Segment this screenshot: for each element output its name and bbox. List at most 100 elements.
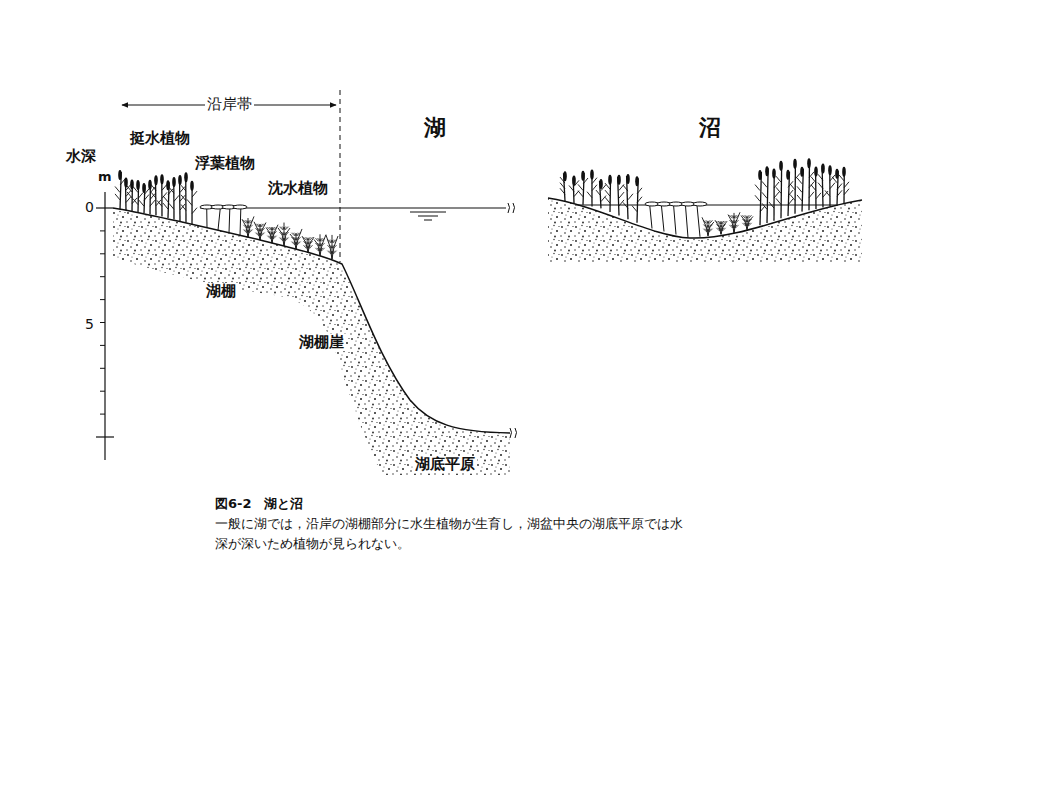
plant-stroke — [180, 204, 185, 210]
plant-stroke — [250, 220, 253, 223]
plant-stroke — [605, 190, 610, 196]
plant-stroke — [749, 223, 752, 226]
plant-stroke — [271, 236, 274, 239]
plant-stroke — [271, 231, 274, 234]
plant-stroke — [746, 215, 749, 218]
plant-stroke — [243, 220, 246, 223]
plant-stroke — [250, 225, 253, 228]
plant-stroke — [295, 233, 298, 236]
plant-stroke — [637, 197, 642, 203]
plant-stroke — [281, 227, 284, 230]
diagram-label: 5 — [83, 317, 96, 332]
plant-stroke — [710, 225, 713, 228]
plant-stroke — [731, 220, 734, 223]
plant-stroke — [174, 195, 179, 201]
plant-stroke — [776, 198, 781, 204]
plant-stroke — [736, 215, 739, 218]
plant-stroke — [749, 219, 752, 222]
plant-stroke — [283, 238, 286, 241]
plant-stroke — [729, 220, 732, 223]
plant-head — [758, 170, 762, 180]
plant-stroke — [742, 215, 745, 218]
plant-stroke — [144, 195, 149, 201]
plant-stroke — [334, 240, 337, 243]
plant-head — [793, 159, 797, 169]
floating-leaf — [693, 202, 707, 206]
plant-stroke — [259, 228, 262, 231]
plant-stroke — [132, 198, 137, 204]
plant-stroke — [298, 242, 301, 245]
depth-tick — [100, 391, 105, 392]
plant-stroke — [257, 224, 260, 227]
depth-tick — [100, 299, 105, 300]
plant-stroke — [255, 224, 258, 227]
depth-axis — [96, 192, 114, 460]
plant-head — [184, 172, 188, 182]
plant-stroke — [762, 203, 767, 209]
plant-stroke — [139, 200, 144, 206]
plant-stroke — [703, 220, 706, 223]
plant-head — [118, 170, 122, 180]
plant-stroke — [797, 195, 802, 201]
plant-head — [172, 177, 176, 187]
depth-tick — [100, 322, 105, 323]
plant-stroke — [716, 228, 719, 231]
diagram-label: 挺水植物 — [128, 130, 192, 147]
plant-head — [154, 175, 158, 185]
plant-stroke — [733, 225, 736, 228]
plant-stroke — [329, 251, 332, 254]
plant-stroke — [733, 220, 736, 223]
plant-stroke — [281, 238, 284, 241]
plant-stroke — [245, 225, 248, 228]
plant-stroke — [283, 227, 286, 230]
plant-stroke — [317, 238, 320, 241]
plant-stroke — [115, 194, 120, 200]
plant-stroke — [818, 174, 823, 180]
plant-stroke — [837, 190, 842, 196]
plant-stroke — [310, 245, 313, 248]
plant-head — [599, 179, 603, 189]
plant-stroke — [206, 209, 207, 228]
plant-stroke — [736, 220, 739, 223]
diagram-label: 浮葉植物 — [193, 155, 257, 172]
plant-stroke — [762, 181, 767, 187]
plant-stroke — [259, 233, 262, 236]
plant-stroke — [809, 192, 814, 198]
plant-stroke — [295, 242, 298, 245]
plant-head — [190, 181, 194, 191]
plant-stroke — [192, 191, 197, 197]
plant-stroke — [705, 220, 708, 223]
plant-stroke — [710, 229, 713, 232]
plant-stroke — [744, 215, 747, 218]
plant-stroke — [637, 188, 642, 194]
plant-stroke — [163, 196, 168, 202]
aquatic-plants — [115, 158, 849, 259]
plant-stroke — [317, 243, 320, 246]
plant-stroke — [169, 187, 174, 193]
plant-stroke — [310, 237, 313, 240]
plant-head — [142, 183, 146, 193]
plant-stroke — [192, 208, 197, 214]
plant-stroke — [715, 220, 721, 234]
plant-stroke — [319, 238, 322, 241]
lake-sediment — [113, 208, 510, 475]
plant-stroke — [291, 242, 294, 245]
plant-stroke — [315, 238, 318, 241]
plant-stroke — [281, 232, 284, 235]
plant-stroke — [274, 236, 277, 239]
depth-tick — [100, 345, 105, 346]
plant-stroke — [731, 225, 734, 228]
plant-stroke — [279, 232, 282, 235]
plant-stroke — [307, 237, 310, 240]
plant-stroke — [290, 234, 296, 249]
plant-stroke — [303, 245, 306, 248]
plant-stroke — [742, 219, 745, 222]
plant-stroke — [151, 192, 156, 198]
plant-stroke — [269, 227, 272, 230]
figure-title: 図6-2 湖と沼 — [215, 494, 304, 514]
plant-stroke — [790, 194, 795, 200]
plant-head — [572, 175, 576, 185]
plant-stroke — [181, 204, 186, 210]
plant-stroke — [733, 215, 736, 218]
